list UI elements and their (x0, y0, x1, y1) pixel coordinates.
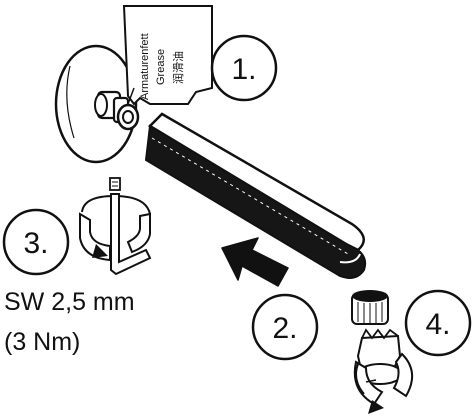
grease-tag: Armaturenfett Grease 润滑油 (122, 5, 213, 106)
step-4-marker: 4. (404, 289, 472, 357)
step-2-marker: 2. (251, 293, 319, 361)
pipe-connector (94, 90, 140, 131)
spout (144, 112, 367, 279)
step-3-circle (2, 208, 70, 276)
torque-value-text: (3 Nm) (4, 328, 80, 356)
step-1-circle (210, 34, 278, 102)
step-4-circle (404, 289, 472, 357)
step-3-marker: 3. (2, 208, 70, 276)
allen-key-illustration (79, 177, 152, 276)
grub-screw-icon (109, 177, 121, 191)
step-1-number: 1. (231, 53, 256, 86)
step-4-number: 4. (425, 308, 450, 341)
rotation-arrow-icon (79, 212, 111, 262)
push-arrow-icon (221, 237, 289, 287)
grease-label-line1: Armaturenfett (139, 33, 151, 100)
allen-key-icon (110, 193, 152, 276)
step-1-marker: 1. (210, 34, 278, 102)
wrench-size-text: SW 2,5 mm (4, 288, 135, 316)
aerator-key-tool-icon (353, 328, 413, 414)
grease-label-line2: Grease (155, 49, 167, 85)
step-2-number: 2. (272, 312, 297, 345)
step-3-number: 3. (23, 227, 48, 260)
grease-label-line3: 润滑油 (171, 51, 185, 84)
step-2-circle (251, 293, 319, 361)
aerator-illustration (351, 290, 413, 414)
aerator-icon (351, 290, 389, 325)
